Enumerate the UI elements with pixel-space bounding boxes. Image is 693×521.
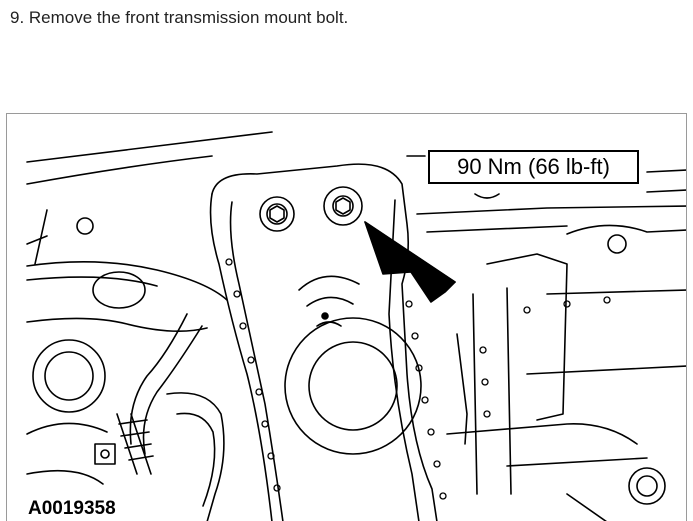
figure-id-label: A0019358 — [28, 498, 116, 519]
figure-illustration: 90 Nm (66 lb-ft) A0019358 — [6, 113, 687, 521]
step-instruction: 9. Remove the front transmission mount b… — [10, 8, 349, 27]
torque-callout: 90 Nm (66 lb-ft) — [428, 150, 639, 184]
transmission-mount-drawing — [26, 131, 686, 521]
